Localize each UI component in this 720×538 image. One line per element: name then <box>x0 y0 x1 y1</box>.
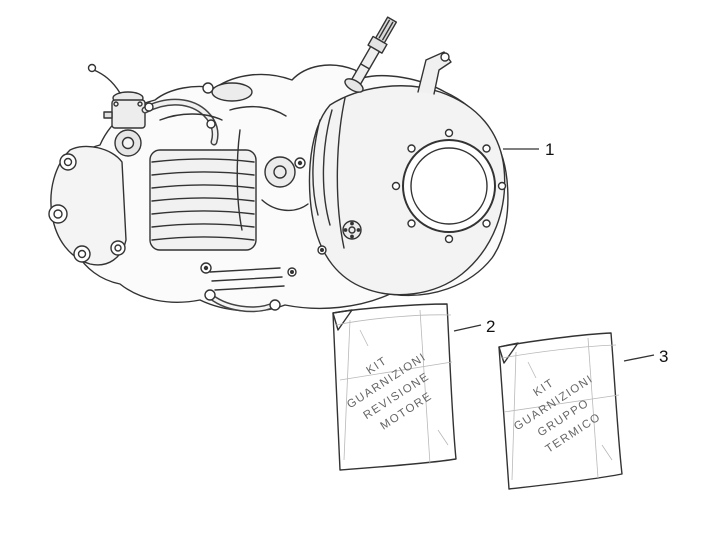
coolant-hose <box>204 289 281 313</box>
starter-motor <box>202 82 253 102</box>
cylinder-fins <box>149 149 257 251</box>
gasket-bag-engine-overhaul: KIT GUARNIZIONI REVISIONE MOTORE <box>332 303 457 471</box>
lower-fins <box>209 267 285 291</box>
cover-emblem-cap <box>342 220 362 240</box>
callout-line-2 <box>453 324 482 332</box>
clutch-inspection-opening <box>391 128 507 244</box>
callout-1-label: 1 <box>545 140 554 159</box>
crankcase-bolts <box>200 157 327 277</box>
engine-assembly-illustration <box>48 16 509 313</box>
bag-2-label: KIT GUARNIZIONI REVISIONE MOTORE <box>345 351 435 432</box>
callout-line-3 <box>623 354 655 362</box>
throttle-cable <box>93 69 121 94</box>
top-bracket <box>417 51 452 95</box>
drive-shaft <box>344 16 398 93</box>
cylinder-head <box>159 105 309 231</box>
engine-mount-bracket <box>48 145 127 266</box>
gasket-bag-thermal-unit: KIT GUARNIZIONI GRUPPO TERMICO <box>498 332 623 490</box>
callout-2-label: 2 <box>486 317 495 336</box>
carburetor <box>87 63 219 157</box>
bag-3-label: KIT GUARNIZIONI GRUPPO TERMICO <box>512 373 603 456</box>
callout-3-label: 3 <box>659 347 668 366</box>
